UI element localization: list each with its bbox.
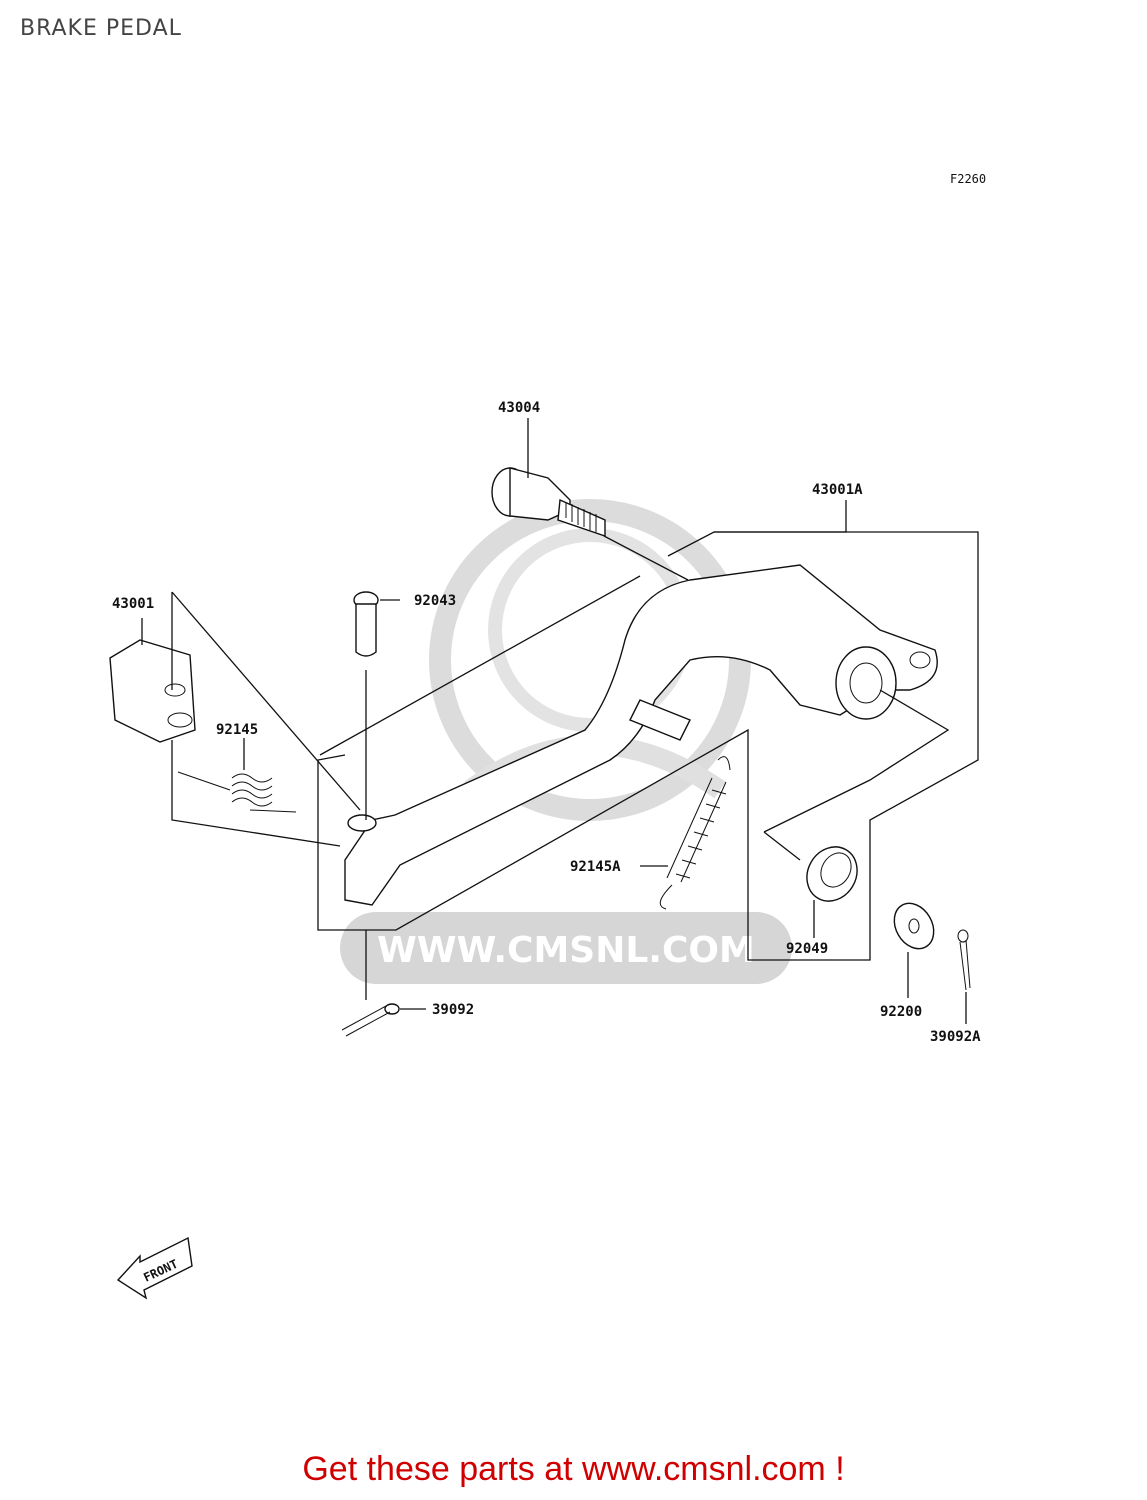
callout-39092A: 39092A [930, 1029, 981, 1045]
callout-92043: 92043 [414, 593, 456, 609]
bolt-43004 [491, 467, 606, 537]
spring-92145A [659, 756, 731, 910]
figure-code: F2260 [950, 172, 987, 186]
leader-lines [141, 418, 979, 1024]
callout-43004: 43004 [498, 400, 540, 416]
cotter-pin-39092 [341, 1003, 400, 1037]
callout-43001A: 43001A [812, 482, 863, 498]
cotter-pin-39092A [957, 929, 971, 991]
washer-92200 [893, 902, 935, 950]
page-title: BRAKE PEDAL [20, 16, 182, 41]
brake-pedal-43001A [344, 564, 938, 906]
callout-92049: 92049 [786, 941, 828, 957]
footer-link-text[interactable]: Get these parts at www.cmsnl.com ! [302, 1450, 845, 1488]
spring-92145 [177, 771, 297, 813]
callout-39092: 39092 [432, 1002, 474, 1018]
cover-43001 [109, 639, 196, 743]
watermark-text: WWW.CMSNL.COM [377, 930, 755, 971]
pin-92043 [353, 591, 379, 657]
callout-92145A: 92145A [570, 859, 621, 875]
watermark-logo: WWW.CMSNL.COM [340, 499, 792, 984]
callout-43001: 43001 [112, 596, 154, 612]
front-arrow-icon: FRONT [116, 1236, 193, 1300]
callout-92145: 92145 [216, 722, 258, 738]
seal-92049 [806, 846, 858, 902]
callout-92200: 92200 [880, 1004, 922, 1020]
